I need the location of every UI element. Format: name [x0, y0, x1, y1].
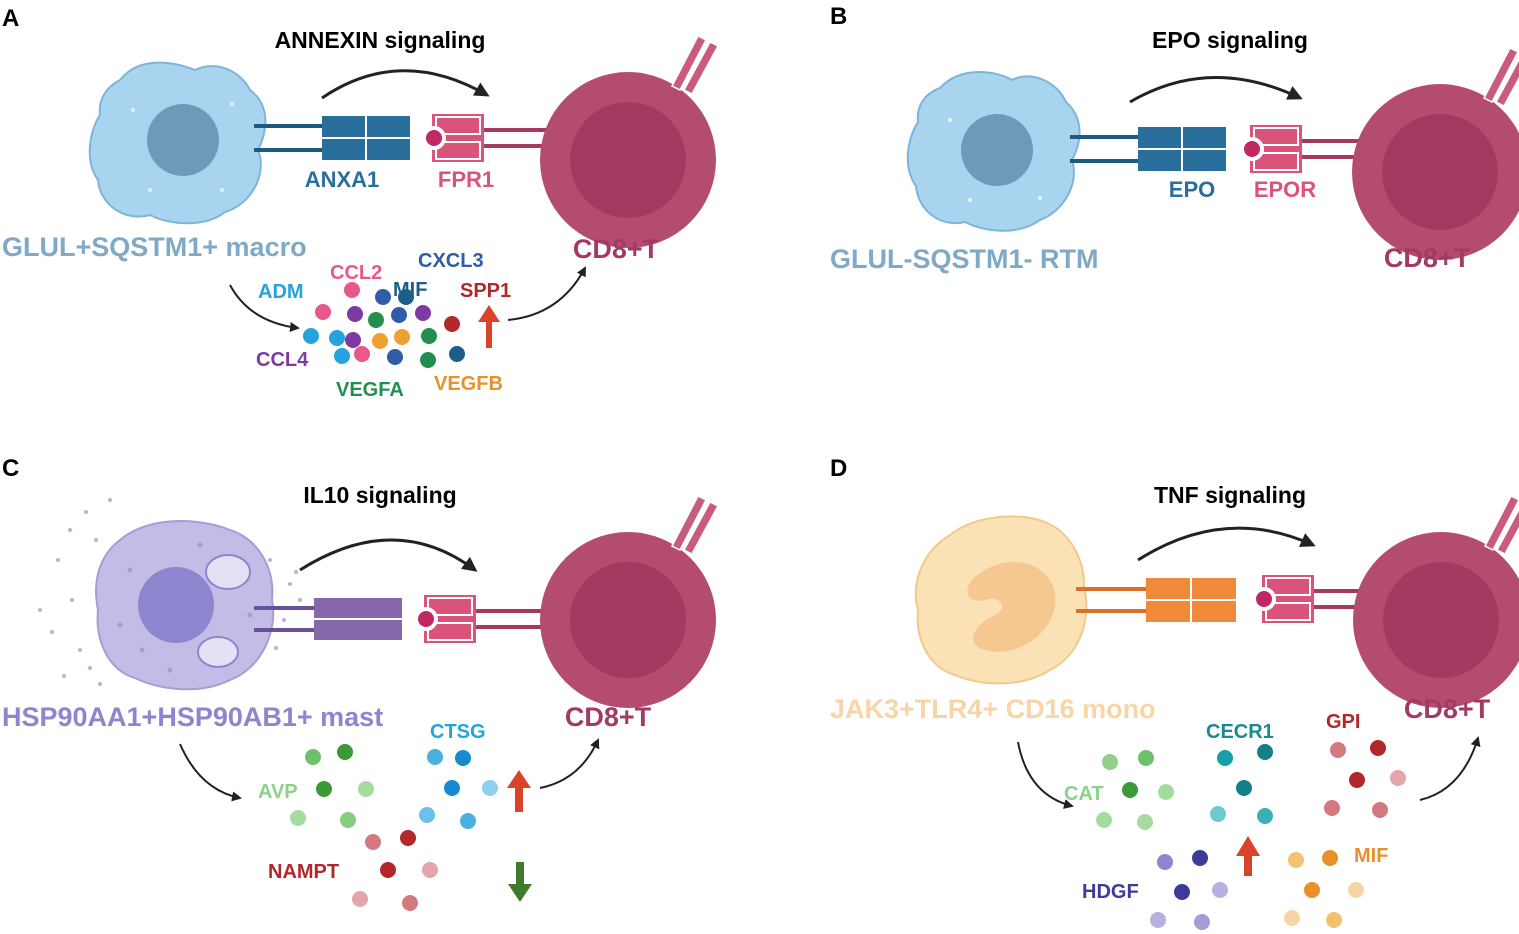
panel-a-title: ANNEXIN signaling — [275, 27, 486, 53]
panel-a-sender-label: GLUL+SQSTM1+ macro — [2, 232, 307, 262]
panel-d-factor-cat: CAT — [1064, 783, 1104, 805]
panel-a-factor-vegfa: VEGFA — [336, 379, 404, 401]
panel-c-secretion-arrow — [179, 743, 242, 802]
panel-d-ligand-tnf — [1076, 578, 1236, 622]
panel-a-ligand-label: ANXA1 — [305, 167, 380, 192]
panel-a-macrophage — [88, 61, 267, 225]
panel-b-title: EPO signaling — [1152, 27, 1308, 53]
panel-d-factor-gpi: GPI — [1326, 711, 1360, 733]
panel-d-letter: D — [830, 455, 847, 482]
panel-a-receptor-fpr1 — [421, 113, 557, 163]
panel-b-cd8-tcell — [1351, 47, 1519, 261]
panel-c-target-label: CD8+T — [565, 702, 652, 732]
panel-b-receptor-label: EPOR — [1254, 177, 1316, 202]
panel-a-letter: A — [2, 5, 19, 32]
panel-a-factor-ccl2: CCL2 — [330, 262, 382, 284]
panel-a-factor-spp1: SPP1 — [460, 280, 511, 302]
panel-d-title: TNF signaling — [1154, 482, 1306, 508]
panel-a-target-label: CD8+T — [573, 234, 660, 264]
panel-d-secretion-arrow — [1017, 741, 1074, 809]
panel-c-receptor — [413, 594, 549, 644]
panel-d-cd8-tcell — [1352, 495, 1519, 709]
panel-a-signal-arrow — [321, 69, 490, 100]
panel-d-factor-hdgf: HDGF — [1082, 881, 1139, 903]
panel-d-factor-dots — [1096, 740, 1406, 930]
panel-c-factor-dots — [290, 744, 498, 911]
panel-c-title: IL10 signaling — [303, 482, 456, 508]
panel-c-cd8-tcell — [539, 495, 719, 709]
panel-b-ligand-epo — [1070, 127, 1226, 171]
panel-c-sender-label: HSP90AA1+HSP90AB1+ mast — [2, 702, 383, 732]
panel-b-macrophage — [906, 71, 1081, 232]
panel-c-letter: C — [2, 455, 19, 482]
panel-a-factor-cxcl3: CXCL3 — [418, 250, 484, 272]
panel-d-factor-mif: MIF — [1354, 845, 1388, 867]
panel-c-mast-cell — [38, 498, 302, 691]
panel-a-factor-ccl4: CCL4 — [256, 349, 309, 371]
panel-c-factor-ctsg: CTSG — [430, 721, 486, 743]
panel-a-up-arrow — [478, 305, 500, 348]
panel-c-signal-arrow — [299, 538, 478, 572]
panel-a-factor-vegfb: VEGFB — [434, 373, 503, 395]
panel-d: D TNF signaling JAK3+TLR4+ CD16 mono CD8… — [830, 455, 1519, 930]
panel-c-factor-nampt: NAMPT — [268, 861, 339, 883]
panel-b: B EPO signaling EPO EPOR GLUL-SQSTM1- RT… — [830, 3, 1519, 274]
panel-b-target-label: CD8+T — [1384, 243, 1471, 273]
panel-b-ligand-label: EPO — [1169, 177, 1215, 202]
panel-a-factor-dots — [303, 282, 465, 368]
panel-b-sender-label: GLUL-SQSTM1- RTM — [830, 244, 1098, 274]
panel-c-factor-avp: AVP — [258, 781, 298, 803]
panel-c-ligand — [254, 598, 402, 640]
panel-d-signal-arrow — [1137, 526, 1316, 562]
panel-a-ligand-anxa1 — [254, 116, 410, 160]
panel-c-down-arrow — [508, 862, 532, 902]
panel-d-effect-arrow — [1419, 736, 1481, 801]
panel-b-signal-arrow — [1129, 76, 1303, 104]
panel-a: A ANNEXIN signaling ANXA1 FPR1 GLUL+SQST… — [2, 5, 719, 401]
panel-c: C IL10 signaling HSP90AA1+HSP90AB1+ m — [2, 455, 719, 911]
panel-a-factor-mif: MIF — [393, 279, 427, 301]
panel-a-receptor-label: FPR1 — [438, 167, 494, 192]
panel-a-cd8-tcell — [539, 35, 719, 249]
panel-a-factor-adm: ADM — [258, 281, 304, 303]
panel-d-factor-cecr1: CECR1 — [1206, 721, 1274, 743]
panel-d-sender-label: JAK3+TLR4+ CD16 mono — [830, 694, 1156, 724]
panel-a-effect-arrow — [507, 266, 586, 321]
panel-d-monocyte — [914, 515, 1088, 685]
panel-a-secretion-arrow — [229, 284, 300, 332]
panel-d-up-arrow — [1236, 836, 1260, 876]
panel-c-up-arrow — [507, 770, 531, 812]
panel-b-letter: B — [830, 3, 847, 30]
panel-c-effect-arrow — [539, 738, 600, 789]
panel-d-target-label: CD8+T — [1404, 694, 1491, 724]
